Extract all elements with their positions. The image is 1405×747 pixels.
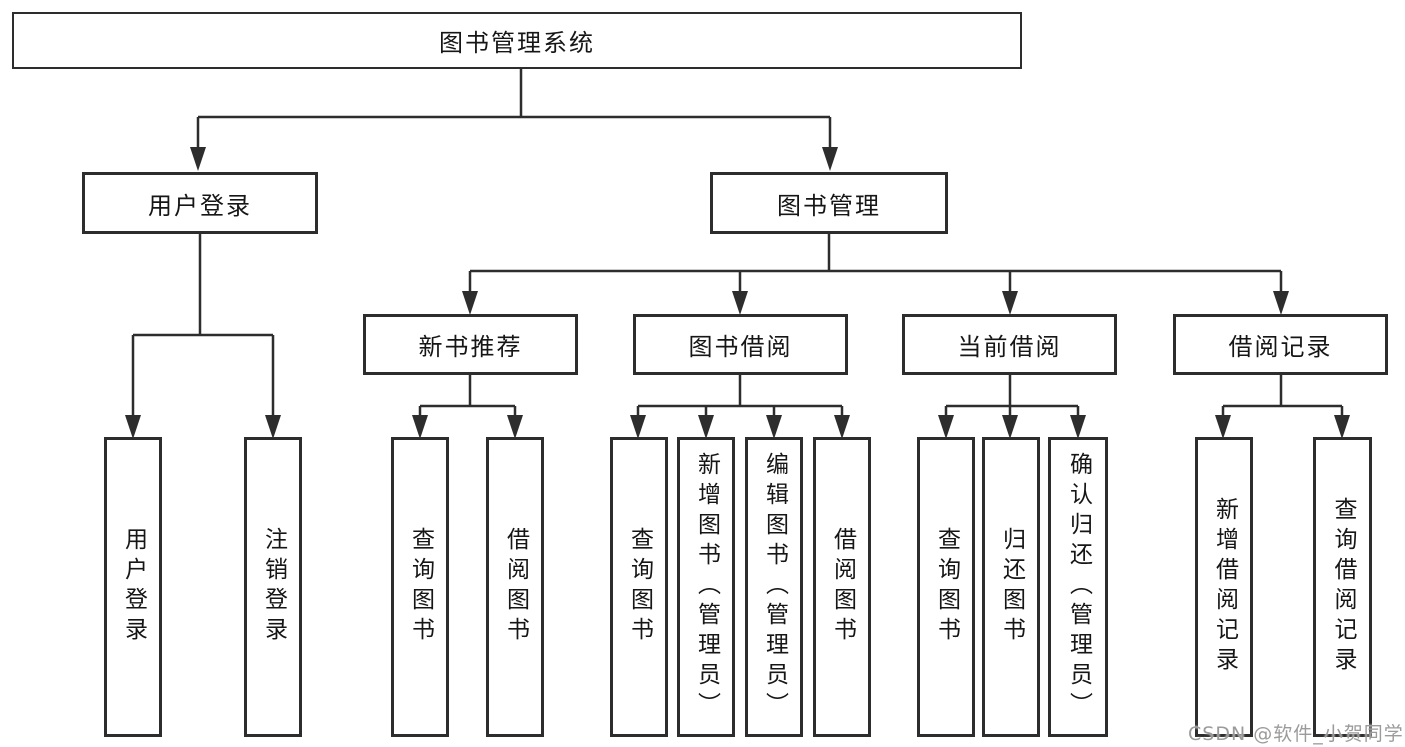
connector-book-mgmt-to-level3: [462, 234, 1289, 315]
node-label: 图书借阅: [688, 333, 793, 361]
node-label: 新增图书（管理员）: [693, 452, 720, 722]
arrowhead-icon: [938, 415, 954, 439]
node-leaf-return-books: 归还图书: [982, 437, 1040, 737]
arrowhead-icon: [1070, 415, 1086, 439]
node-system-title: 图书管理系统: [12, 12, 1022, 69]
node-user-login: 用户登录: [82, 172, 318, 234]
arrowhead-icon: [462, 291, 478, 315]
node-label: 查询图书: [626, 527, 653, 647]
node-label: 用户登录: [148, 191, 252, 220]
node-label: 编辑图书（管理员）: [761, 452, 788, 722]
csdn-watermark: CSDN @软件_小贺同学: [1188, 723, 1404, 745]
node-leaf-query-borrow-record: 查询借阅记录: [1313, 437, 1372, 737]
node-leaf-add-borrow-record: 新增借阅记录: [1195, 437, 1253, 737]
node-label: 注销登录: [260, 527, 287, 647]
arrowhead-icon: [698, 415, 714, 439]
arrowhead-icon: [1334, 415, 1350, 439]
node-leaf-user-login: 用户登录: [104, 437, 162, 737]
connector-user-login-to-leaves: [125, 234, 281, 439]
node-label: 借阅记录: [1228, 333, 1333, 361]
arrowhead-icon: [1002, 291, 1018, 315]
node-label: 新增借阅记录: [1211, 497, 1238, 677]
node-leaf-logout: 注销登录: [244, 437, 302, 737]
node-leaf-query-books-1: 查询图书: [391, 437, 449, 737]
node-leaf-query-books-2: 查询图书: [610, 437, 668, 737]
arrowhead-icon: [766, 415, 782, 439]
arrowhead-icon: [630, 415, 646, 439]
connector-new-book-to-leaves: [412, 375, 523, 439]
arrowhead-icon: [732, 291, 748, 315]
node-label: 当前借阅: [957, 333, 1062, 361]
node-leaf-add-books-admin: 新增图书（管理员）: [677, 437, 735, 737]
arrowhead-icon: [265, 415, 281, 439]
connector-root-to-level2: [190, 69, 838, 171]
node-label: 查询图书: [407, 527, 434, 647]
node-label: 查询图书: [933, 527, 960, 647]
node-label: 查询借阅记录: [1330, 497, 1356, 677]
node-label: 图书管理系统: [439, 29, 595, 57]
arrowhead-icon: [834, 415, 850, 439]
arrowhead-icon: [1273, 291, 1289, 315]
connector-current-borrow-to-leaves: [938, 375, 1086, 439]
node-leaf-query-books-3: 查询图书: [917, 437, 975, 737]
node-book-borrow: 图书借阅: [633, 314, 848, 375]
arrowhead-icon: [190, 147, 206, 171]
arrowhead-icon: [1002, 415, 1018, 439]
arrowhead-icon: [822, 147, 838, 171]
node-label: 归还图书: [998, 527, 1025, 647]
node-label: 图书管理: [777, 191, 881, 220]
node-leaf-edit-books-admin: 编辑图书（管理员）: [745, 437, 803, 737]
node-leaf-borrow-books-1: 借阅图书: [486, 437, 544, 737]
node-new-book-recommend: 新书推荐: [363, 314, 578, 375]
arrowhead-icon: [1215, 415, 1231, 439]
node-leaf-confirm-return-admin: 确认归还（管理员）: [1048, 437, 1108, 737]
arrowhead-icon: [412, 415, 428, 439]
node-label: 借阅图书: [829, 527, 856, 647]
arrowhead-icon: [125, 415, 141, 439]
arrowhead-icon: [507, 415, 523, 439]
node-label: 确认归还（管理员）: [1065, 452, 1092, 722]
node-current-borrow: 当前借阅: [902, 314, 1117, 375]
node-book-management: 图书管理: [710, 172, 948, 234]
connector-borrow-records-to-leaves: [1215, 375, 1350, 439]
node-label: 新书推荐: [418, 333, 523, 361]
node-label: 借阅图书: [502, 527, 529, 647]
node-label: 用户登录: [120, 527, 147, 647]
connector-book-borrow-to-leaves: [630, 375, 850, 439]
node-borrow-records: 借阅记录: [1173, 314, 1388, 375]
node-leaf-borrow-books-2: 借阅图书: [813, 437, 871, 737]
